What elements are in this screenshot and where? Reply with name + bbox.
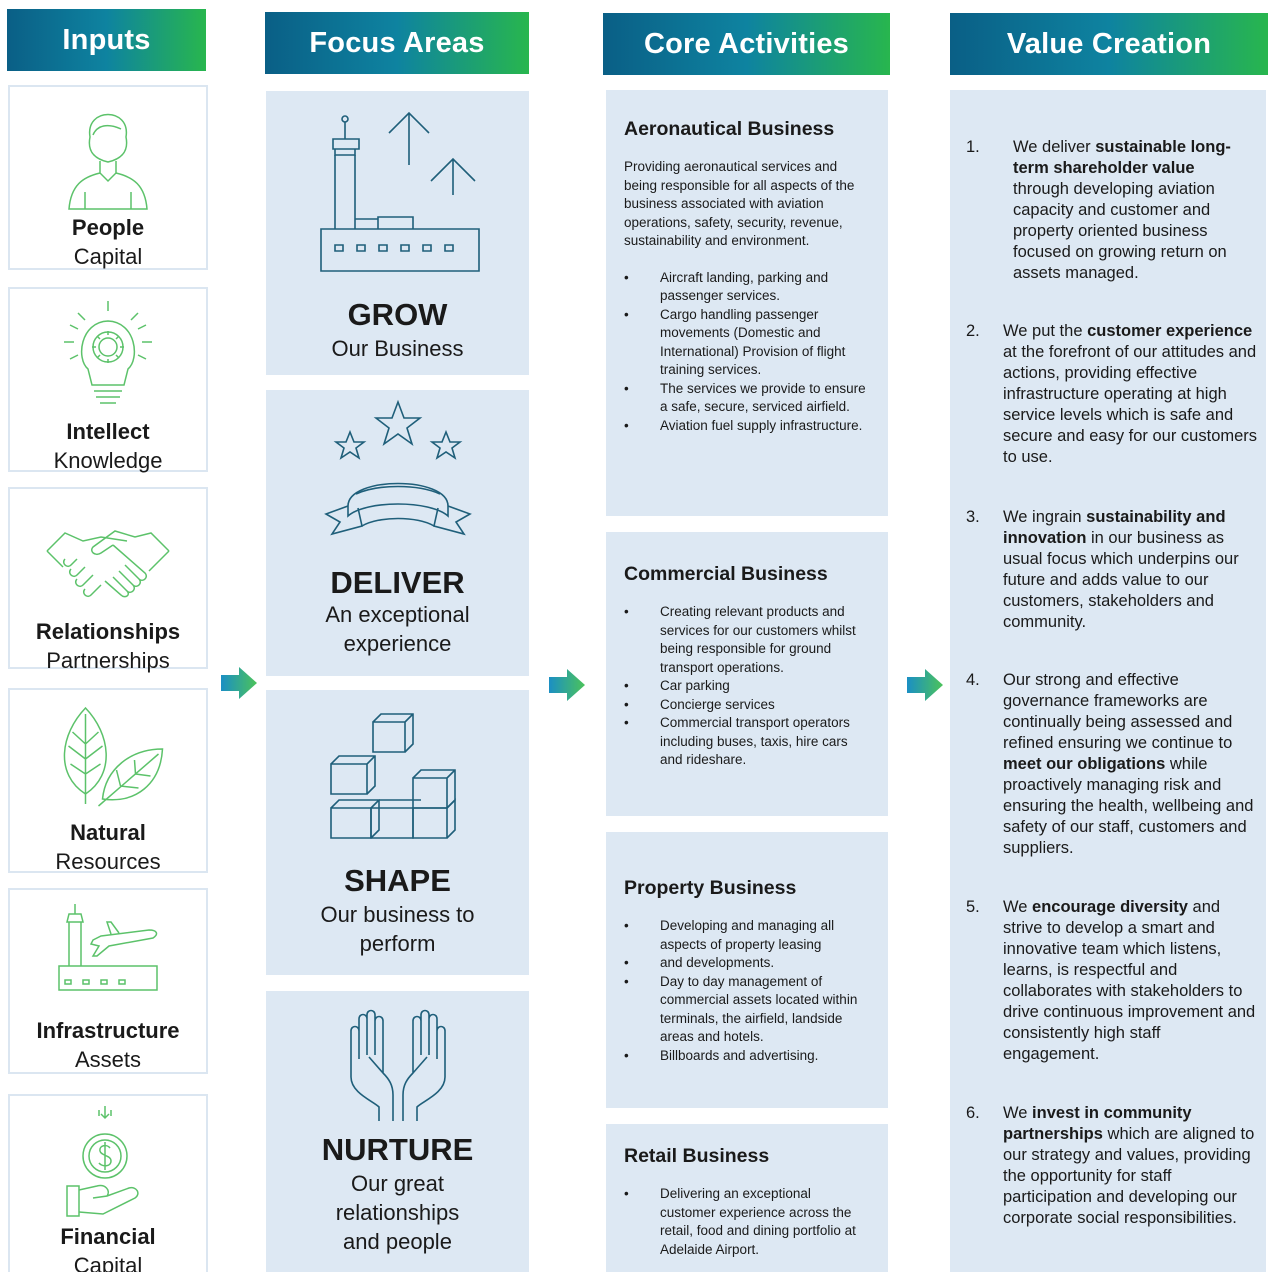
list-item: Cargo handling passenger movements (Dome…: [624, 306, 870, 380]
value-text-pre: Our strong and effective governance fram…: [1003, 671, 1233, 752]
header-value-creation: Value Creation: [950, 13, 1268, 75]
value-text-post: which are aligned to our strategy and va…: [1003, 1125, 1255, 1227]
boxes-icon: [329, 713, 456, 839]
value-item-number: 1.: [966, 138, 980, 156]
core-property-list: Developing and managing all aspects of p…: [624, 917, 870, 1065]
value-text-bold: customer experience: [1087, 322, 1253, 340]
core-card-commercial: Commercial Business Creating relevant pr…: [606, 532, 888, 816]
input-intellect-bold: Intellect: [66, 419, 150, 444]
terminal-growth-icon: [319, 111, 480, 272]
value-text-post: in our business as usual focus which und…: [1003, 529, 1239, 631]
value-text-pre: We: [1003, 898, 1033, 916]
list-item: Day to day management of commercial asse…: [624, 973, 870, 1047]
input-infrastructure-bold: Infrastructure: [36, 1018, 180, 1043]
input-intellect-sub: Knowledge: [53, 448, 163, 473]
value-text-bold: meet our obligations: [1003, 755, 1166, 773]
value-item-number: 5.: [966, 898, 980, 916]
focus-grow-sub: Our Business: [331, 336, 464, 361]
core-card-retail: Retail Business Delivering an exceptiona…: [606, 1124, 888, 1272]
focus-deliver-sub: An exceptional experience: [325, 602, 470, 656]
flow-arrow-icon: [221, 667, 257, 699]
core-card-property: Property Business Developing and managin…: [606, 832, 888, 1108]
input-financial-bold: Financial: [60, 1224, 156, 1249]
focus-nurture-title: NURTURE: [321, 1132, 474, 1167]
value-text-pre: We: [1003, 1104, 1033, 1122]
list-item: Billboards and advertising.: [624, 1047, 870, 1066]
value-text-post: through developing aviation capacity and…: [1013, 180, 1227, 282]
value-text-post: at the forefront of our attitudes and ac…: [1003, 343, 1258, 466]
handshake-icon: [46, 530, 170, 598]
input-relationships-sub: Partnerships: [46, 648, 170, 673]
core-aeronautical-list: Aircraft landing, parking and passenger …: [624, 269, 870, 436]
list-item: Car parking: [624, 677, 870, 696]
list-item: Commercial transport operators including…: [624, 714, 870, 770]
value-text-bold: invest in community partnerships: [1003, 1104, 1192, 1143]
core-card-aeronautical: Aeronautical Business Providing aeronaut…: [606, 90, 888, 516]
value-text-pre: We deliver: [1013, 138, 1096, 156]
flow-arrow-icon: [907, 669, 943, 701]
leaves-icon: [63, 706, 164, 807]
flow-arrow-icon: [549, 669, 585, 701]
list-item: Delivering an exceptional customer exper…: [624, 1185, 870, 1259]
list-item: and developments.: [624, 954, 870, 973]
open-hands-icon: [349, 1009, 446, 1121]
value-text-post: while proactively managing risk and ensu…: [1003, 755, 1254, 857]
value-text-pre: We ingrain: [1003, 508, 1087, 526]
value-text-post: and strive to develop a smart and innova…: [1003, 898, 1256, 1063]
header-core-activities: Core Activities: [603, 13, 890, 75]
value-item-number: 4.: [966, 671, 980, 689]
core-retail-list: Delivering an exceptional customer exper…: [624, 1185, 870, 1259]
focus-deliver-title: DELIVER: [330, 565, 465, 600]
list-item: The services we provide to ensure a safe…: [624, 380, 870, 417]
focus-grow-title: GROW: [347, 297, 448, 332]
input-natural-sub: Resources: [55, 849, 161, 874]
header-focus-areas: Focus Areas: [265, 12, 529, 74]
value-creation-panel: 1. We deliver sustainable long-term shar…: [950, 90, 1266, 1272]
list-item: Aviation fuel supply infrastructure.: [624, 417, 870, 436]
value-item-number: 2.: [966, 322, 980, 340]
focus-shape-title: SHAPE: [344, 863, 451, 898]
airport-plane-icon: [58, 904, 158, 991]
input-natural-bold: Natural: [70, 820, 146, 845]
person-icon: [68, 113, 148, 210]
focus-card-deliver: DELIVER An exceptional experience: [266, 390, 529, 676]
list-item: Concierge services: [624, 696, 870, 715]
core-aeronautical-title: Aeronautical Business: [624, 118, 835, 140]
core-aeronautical-desc: Providing aeronautical services and bein…: [624, 159, 855, 248]
list-item: Aircraft landing, parking and passenger …: [624, 269, 870, 306]
core-property-title: Property Business: [624, 877, 797, 899]
value-text-pre: We put the: [1003, 322, 1088, 340]
input-relationships-bold: Relationships: [35, 619, 181, 644]
focus-card-nurture: NURTURE Our great relationships and peop…: [266, 991, 529, 1272]
input-people-bold: People: [71, 215, 145, 240]
stars-ribbon-icon: [323, 399, 472, 536]
core-retail-title: Retail Business: [624, 1145, 770, 1167]
value-text-bold: sustainable long-term shareholder value: [1013, 138, 1231, 177]
core-commercial-title: Commercial Business: [624, 563, 828, 585]
header-inputs: Inputs: [7, 9, 206, 71]
value-item-number: 3.: [966, 508, 980, 526]
focus-card-grow: GROW Our Business: [266, 91, 529, 375]
input-financial-sub: Capital: [73, 1253, 143, 1272]
value-text-bold: encourage diversity: [1032, 898, 1188, 916]
hand-coin-icon: [66, 1106, 139, 1217]
input-infrastructure-sub: Assets: [74, 1047, 142, 1072]
lightbulb-gear-icon: [64, 301, 152, 404]
value-text-bold: sustainability and innovation: [1003, 508, 1226, 547]
core-commercial-list: Creating relevant products and services …: [624, 603, 870, 770]
focus-nurture-sub: Our great relationships and people: [335, 1171, 460, 1254]
focus-shape-sub: Our business to perform: [320, 902, 475, 956]
list-item: Developing and managing all aspects of p…: [624, 917, 870, 954]
focus-card-shape: SHAPE Our business to perform: [266, 690, 529, 975]
list-item: Creating relevant products and services …: [624, 603, 870, 677]
value-item-number: 6.: [966, 1104, 980, 1122]
input-people-sub: Capital: [73, 244, 143, 269]
